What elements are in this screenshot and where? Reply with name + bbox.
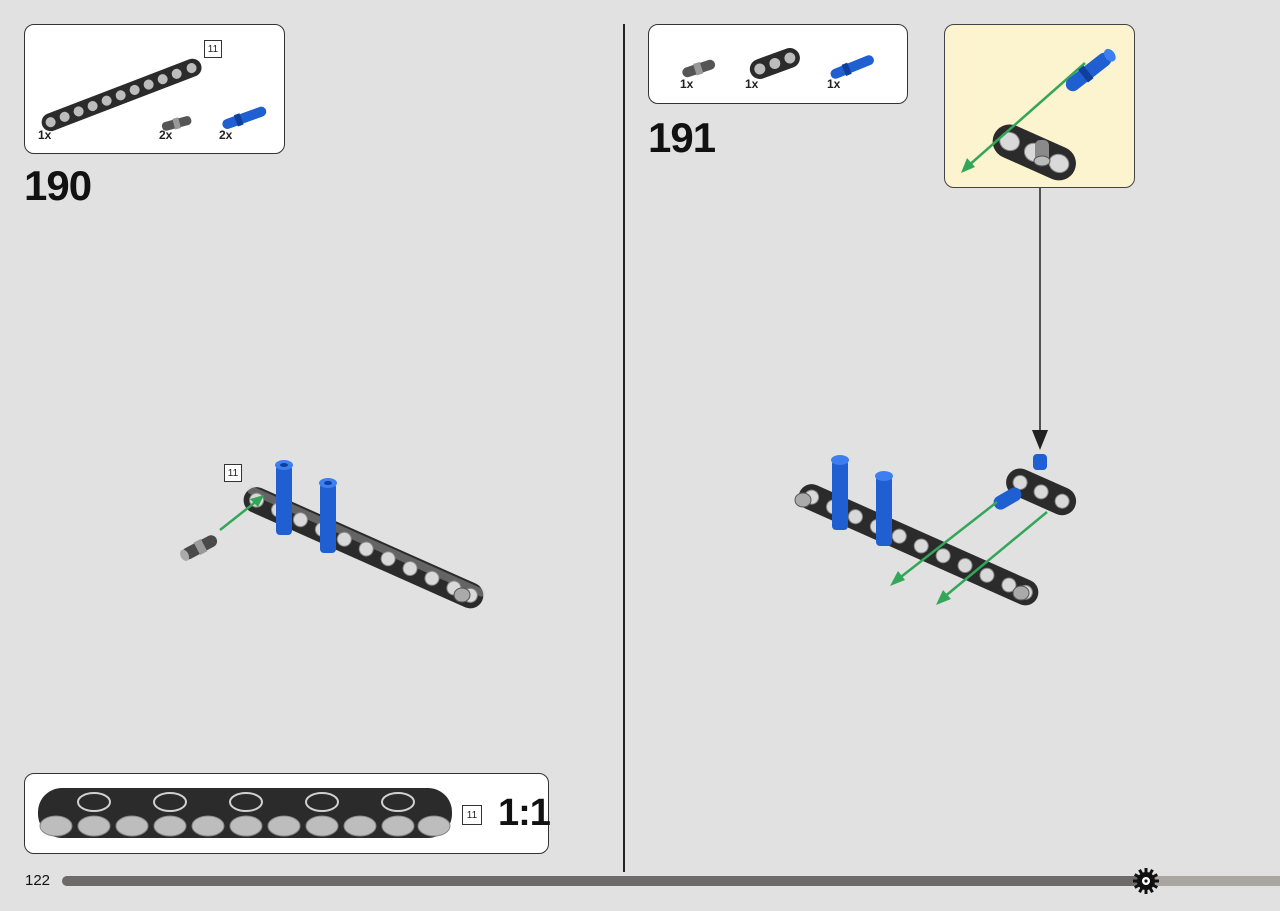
parts-box-step-190: 11 1x 2x 2x: [24, 24, 285, 154]
step-191-part-icons: [682, 48, 874, 79]
beam-3-part-icon: [749, 48, 800, 79]
page-divider: [623, 24, 625, 872]
assembly-illustration-step-191: [794, 454, 1077, 606]
grey-pin-inserting: [180, 535, 218, 561]
part-qty-beam: 1x: [38, 128, 52, 142]
scale-label: 1:1: [498, 792, 551, 834]
progress-marker-icon: [1133, 868, 1160, 894]
part-qty-grey-pin: 2x: [159, 128, 173, 142]
blue-pin-installed-1: [275, 460, 293, 535]
scale-reference-box: 11 1:1: [24, 773, 551, 854]
blue-pin-part-icon: [830, 55, 874, 79]
insert-arrow: [966, 62, 1086, 168]
callout-connector-arrow: [1032, 188, 1048, 450]
step-number-190: 190: [24, 162, 92, 209]
blue-pin-installed-2: [875, 471, 893, 546]
assembly-length-tag: 11: [224, 464, 242, 482]
beam-11-actual-size-icon: [38, 788, 452, 838]
step-number-191: 191: [648, 114, 716, 161]
insert-arrow-1: [896, 501, 998, 581]
blue-pin-installed-2: [319, 478, 337, 553]
part-qty-grey-pin: 1x: [680, 77, 694, 91]
beam-length-tag: 11: [204, 40, 222, 58]
scale-length-tag: 11: [462, 805, 482, 825]
blue-pin-installed-1: [831, 455, 849, 530]
assembly-illustration-step-190: [180, 460, 486, 609]
beam-11-part-icon: [41, 58, 267, 132]
page-number: 122: [25, 872, 51, 889]
insert-arrow-2: [942, 511, 1048, 599]
part-qty-blue-pin: 2x: [219, 128, 233, 142]
blue-pin-part-icon: [222, 106, 267, 129]
sub-assembly-callout: [944, 24, 1135, 188]
insert-arrow: [219, 499, 259, 531]
parts-box-step-191: 1x 1x 1x: [648, 24, 908, 104]
part-qty-blue-pin: 1x: [827, 77, 841, 91]
progress-bar-fill: [62, 876, 1147, 886]
grey-pin-part-icon: [682, 59, 716, 78]
part-qty-beam: 1x: [745, 77, 759, 91]
sub-assembly-illustration: [961, 48, 1116, 181]
progress-bar: [62, 876, 1280, 886]
grey-pin-part-icon: [161, 116, 192, 131]
